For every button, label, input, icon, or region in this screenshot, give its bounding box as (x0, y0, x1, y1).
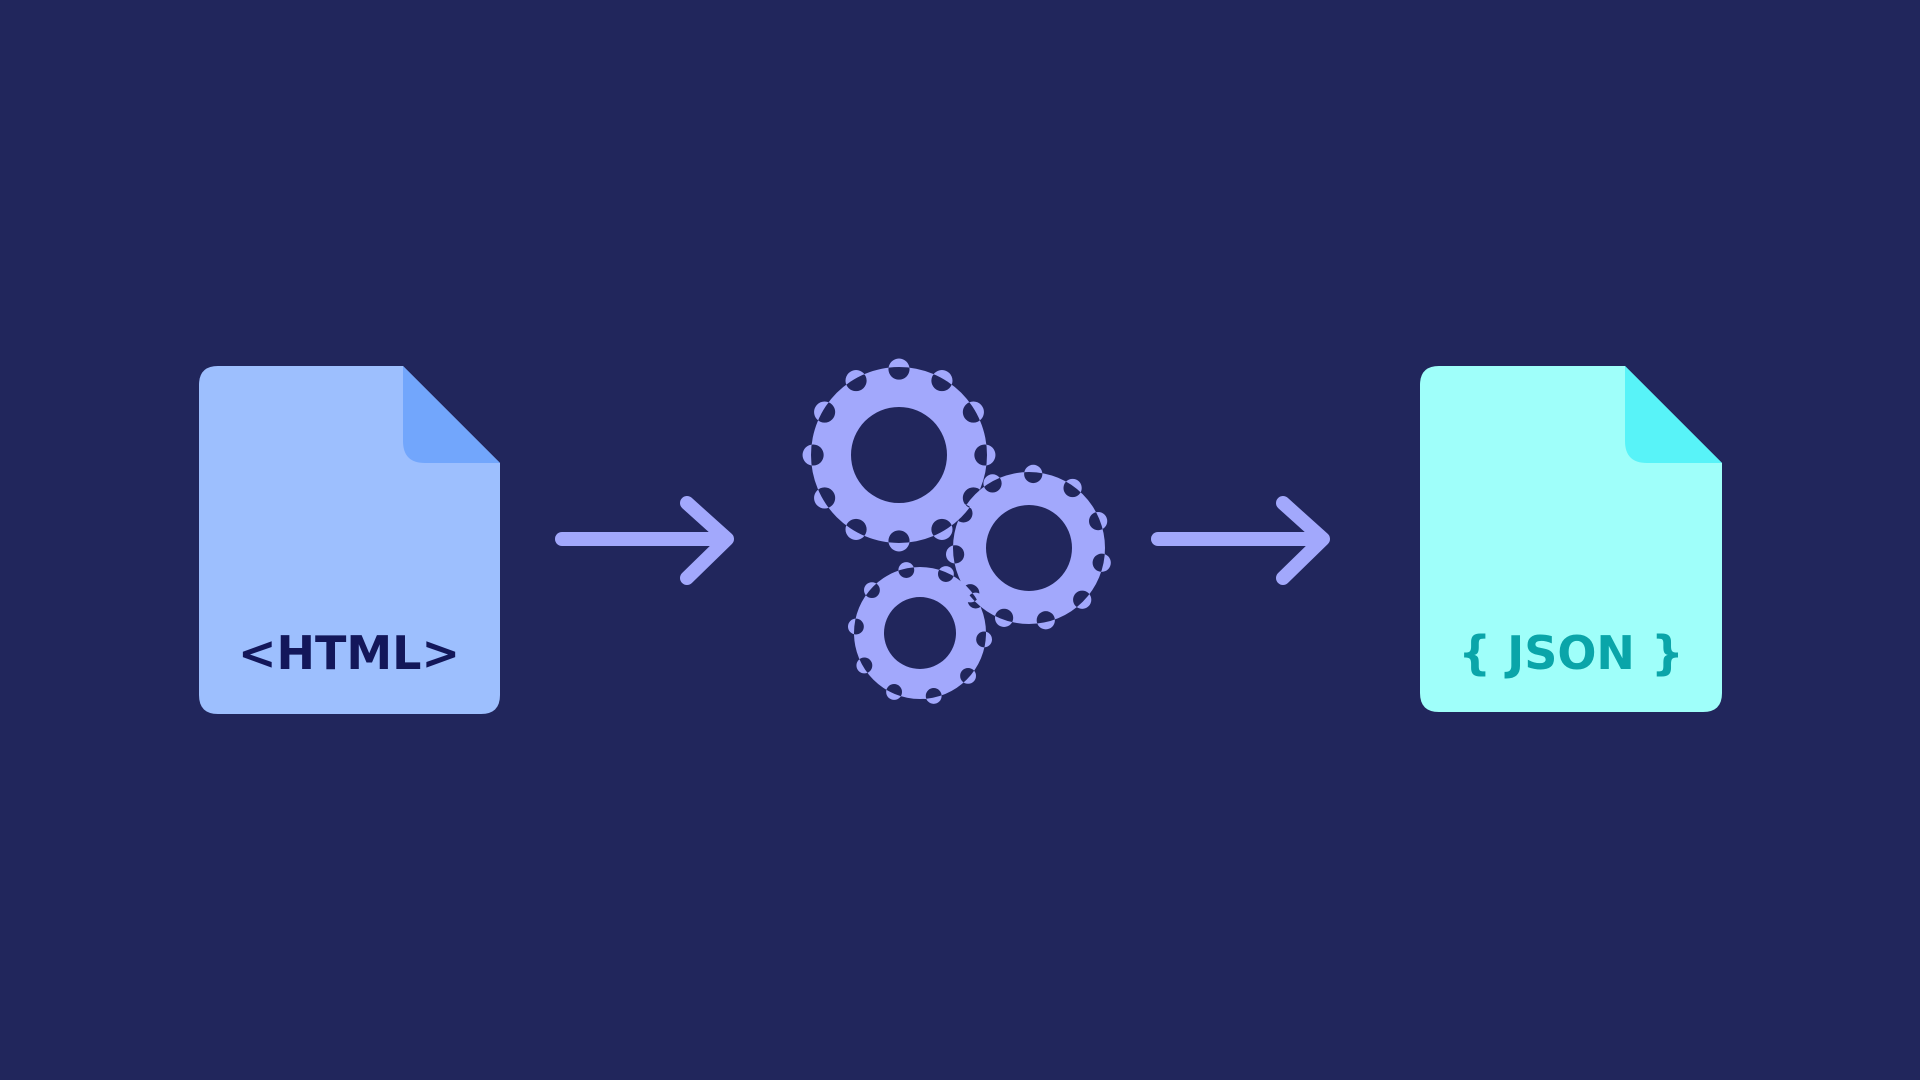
arrow-right-icon (555, 496, 734, 585)
gear-large-icon (802, 358, 996, 552)
html-file-icon: <HTML> (199, 366, 500, 714)
json-doc-fold (1625, 366, 1722, 463)
gear-medium-icon (945, 464, 1111, 630)
gear-small-icon (847, 562, 993, 704)
json-doc-label: { JSON } (1458, 626, 1683, 680)
gears-icon (802, 358, 1111, 704)
html-doc-label: <HTML> (238, 626, 460, 680)
arrow-right-icon (1151, 496, 1330, 585)
html-doc-fold (403, 366, 500, 463)
json-file-icon: { JSON } (1420, 366, 1722, 712)
